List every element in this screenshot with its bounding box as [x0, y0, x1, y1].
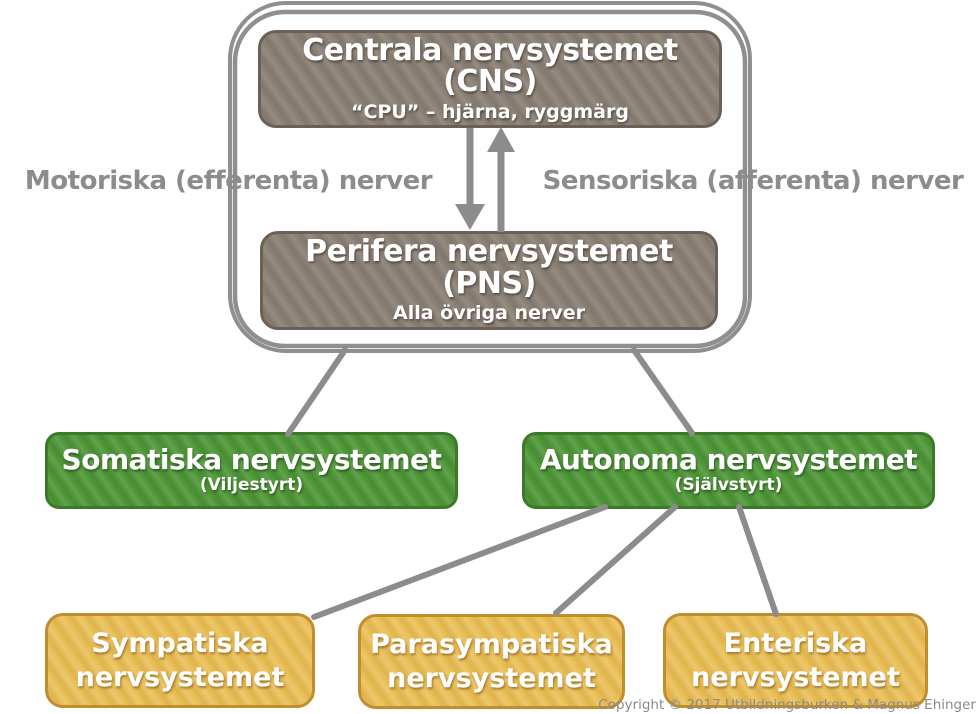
arrow-up-sensoriska: [487, 127, 515, 232]
node-parasympatiska: Parasympatiska nervsystemet: [358, 614, 625, 709]
connector-group-autonoma: [631, 347, 695, 436]
connector-autonoma-sympatiska: [311, 504, 608, 620]
copyright-text: Copyright © 2017 Utbildningsburken & Mag…: [598, 697, 976, 713]
edge-label-sensoriska: Sensoriska (afferenta) nerver: [542, 166, 964, 196]
parasympatiska-title-line1: Parasympatiska: [370, 628, 613, 660]
connector-group-somatiska: [285, 347, 348, 437]
autonoma-title: Autonoma nervsystemet: [539, 443, 918, 477]
sympatiska-title-line1: Sympatiska: [91, 627, 269, 659]
sympatiska-title-line2: nervsystemet: [75, 661, 285, 693]
node-enteriska: Enteriska nervsystemet: [663, 613, 928, 708]
edge-label-motoriska: Motoriska (efferenta) nerver: [24, 166, 433, 196]
pns-title: Perifera nervsystemet (PNS): [305, 234, 673, 301]
node-somatiska: Somatiska nervsystemet (Viljestyrt): [45, 432, 458, 509]
enteriska-title-line1: Enteriska: [723, 627, 868, 659]
somatiska-title: Somatiska nervsystemet: [61, 443, 442, 477]
node-sympatiska: Sympatiska nervsystemet: [45, 613, 315, 708]
enteriska-title-line2: nervsystemet: [691, 661, 900, 693]
connector-autonoma-enteriska: [736, 504, 779, 617]
cns-subtitle: “CPU” – hjärna, ryggmärg: [351, 100, 629, 123]
somatiska-subtitle: (Viljestyrt): [199, 475, 304, 496]
node-autonoma: Autonoma nervsystemet (Självstyrt): [522, 432, 935, 509]
cns-title: Centrala nervsystemet (CNS): [302, 32, 678, 100]
pns-subtitle: Alla övriga nerver: [393, 302, 585, 325]
connector-autonoma-parasympatiska: [553, 504, 678, 616]
node-cns: Centrala nervsystemet (CNS) “CPU” – hjär…: [258, 30, 722, 128]
autonoma-subtitle: (Självstyrt): [674, 475, 783, 496]
arrow-down-motoriska: [455, 128, 485, 230]
parasympatiska-title-line2: nervsystemet: [387, 662, 596, 694]
node-pns: Perifera nervsystemet (PNS) Alla övriga …: [260, 231, 718, 330]
